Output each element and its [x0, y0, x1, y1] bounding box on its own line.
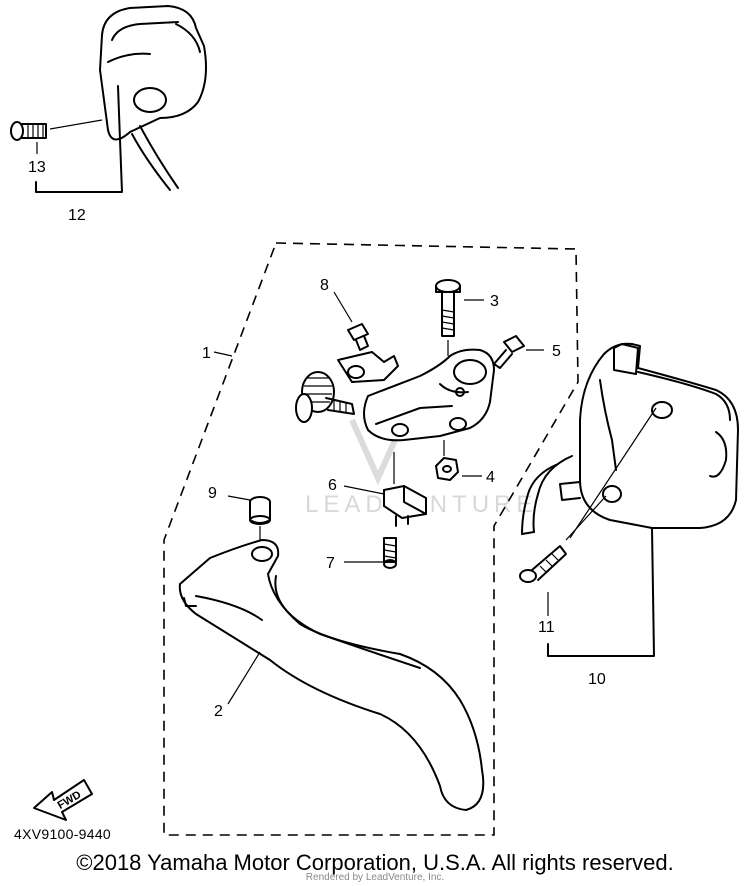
callout-6: 6 [328, 477, 337, 494]
part-10-switch-housing [521, 342, 739, 657]
callout-4: 4 [486, 469, 495, 486]
part-6-switch [343, 452, 427, 527]
part-9-collar [227, 495, 271, 544]
adjuster-knob [295, 371, 355, 423]
callout-8: 8 [320, 277, 329, 294]
fwd-arrow-icon: FWD [33, 779, 93, 821]
callout-11: 11 [538, 619, 555, 636]
copyright-notice: ©2018 Yamaha Motor Corporation, U.S.A. A… [76, 850, 674, 875]
part-5-screw [493, 335, 544, 369]
drawing-code: 4XV9100-9440 [14, 826, 112, 842]
callout-12: 12 [68, 207, 86, 224]
part-3-pivot-bolt [435, 279, 484, 356]
callout-9: 9 [208, 485, 217, 502]
part-13-screw [10, 119, 103, 154]
part-8-screw [333, 291, 369, 351]
callout-2: 2 [214, 703, 223, 720]
part-7-screw [344, 537, 397, 569]
part-12-switch-housing [35, 5, 207, 193]
part-11-screw [519, 545, 567, 616]
leader-part-1 [213, 351, 233, 357]
callout-5: 5 [552, 343, 561, 360]
lever-bracket [363, 348, 495, 442]
rendered-by-credit: Rendered by LeadVenture, Inc. [305, 872, 445, 883]
part-2-lever [178, 539, 485, 811]
callout-3: 3 [490, 293, 499, 310]
adjuster-bracket [337, 351, 399, 383]
callout-10: 10 [588, 671, 606, 688]
assembly-boundary [163, 242, 579, 836]
callout-13: 13 [28, 159, 46, 176]
callout-1: 1 [202, 345, 211, 362]
part-4-nut [435, 440, 482, 481]
callout-7: 7 [326, 555, 335, 572]
